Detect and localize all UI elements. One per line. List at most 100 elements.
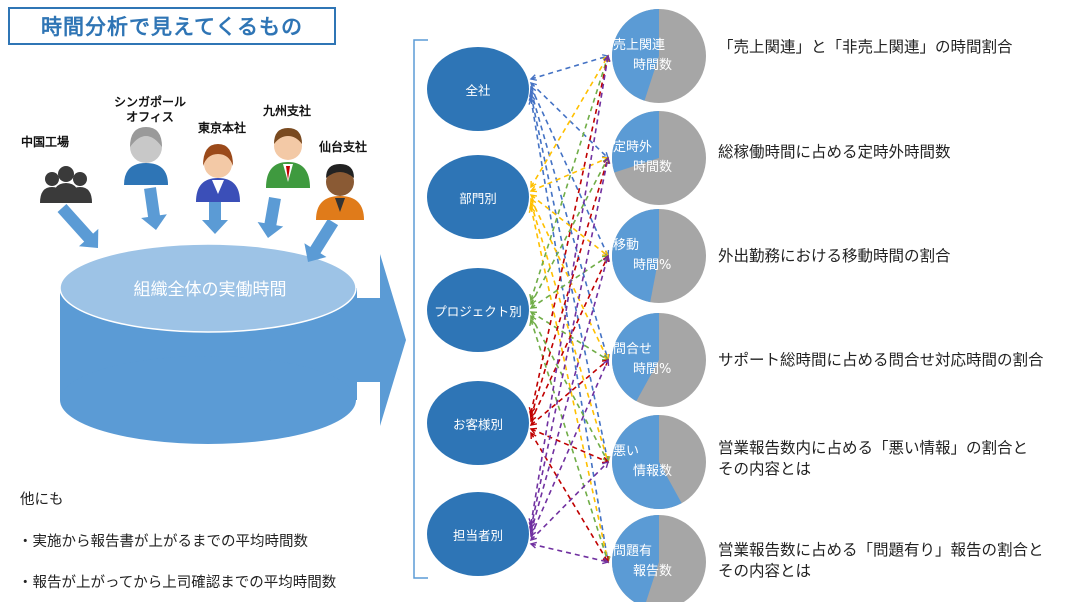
connection-line (530, 198, 609, 361)
pie-label: 売上関連時間数 (613, 36, 672, 76)
arrowhead (602, 460, 610, 468)
pie-label: 問合せ時間% (613, 340, 671, 380)
arrowhead (529, 419, 538, 426)
description-line: サポート総時間に占める問合せ対応時間の割合 (718, 351, 1044, 369)
connection-line (530, 255, 609, 309)
pie-slice (612, 515, 659, 602)
connection-line (530, 359, 609, 426)
connection-line (530, 461, 609, 541)
note-item: ・実施から報告書が上がるまでの平均時間数 (18, 534, 308, 550)
pie-label-line: 問合せ (613, 342, 653, 357)
pie-label-line: 時間% (633, 258, 672, 273)
cylinder-label: 組織全体の実働時間 (133, 280, 287, 300)
metric-description: 営業報告数内に占める「悪い情報」の割合とその内容とは (718, 438, 1028, 480)
connection-line (530, 157, 609, 418)
category-node-label: プロジェクト別 (434, 304, 522, 319)
metric-description: 営業報告数に占める「問題有り」報告の割合とその内容とは (718, 540, 1044, 582)
organization-cylinder (59, 243, 357, 444)
arrowhead (529, 534, 537, 542)
person-tokyo-icon (196, 144, 240, 202)
connection-line (530, 543, 609, 563)
connection-line (530, 55, 609, 525)
connection-line (530, 319, 609, 563)
connection-line (530, 255, 609, 533)
description-line: 外出勤務における移動時間の割合 (718, 247, 951, 265)
arrowhead (529, 529, 537, 538)
group-bracket (413, 39, 428, 579)
category-node[interactable] (427, 381, 529, 465)
pie-label-line: 悪い (613, 444, 640, 459)
arrowhead (530, 180, 537, 189)
down-arrow (57, 203, 99, 248)
metric-pie (611, 313, 706, 407)
pie-label-line: 移動 (613, 238, 640, 253)
pie-slice (611, 415, 682, 510)
category-node[interactable] (427, 47, 529, 131)
connection-line (530, 86, 609, 257)
arrowhead (529, 194, 538, 201)
arrowhead (530, 431, 537, 440)
category-node[interactable] (427, 268, 529, 352)
arrowhead (529, 414, 537, 423)
arrowhead (528, 522, 536, 530)
connection-line (530, 255, 609, 422)
arrowhead (530, 297, 537, 306)
connection-line (530, 157, 609, 305)
pie-label-line: 時間% (633, 362, 672, 377)
arrowhead (528, 97, 536, 105)
pie-label: 移動時間% (613, 236, 671, 276)
connection-line (530, 206, 609, 563)
metric-pie (612, 111, 706, 205)
down-arrow (141, 187, 167, 230)
note-item: ・報告が上がってから上司確認までの平均時間数 (18, 575, 337, 591)
connection-line (530, 157, 609, 192)
arrowhead (529, 318, 536, 327)
page-title: 時間分析で見えてくるもの (41, 15, 303, 39)
pie-label-line: 定時外 (613, 140, 653, 155)
arrowhead (529, 541, 537, 549)
down-arrow (304, 218, 339, 262)
category-node-label: 担当者別 (452, 528, 503, 543)
category-node-label: 全社 (465, 83, 491, 98)
description-line: 営業報告数内に占める「悪い情報」の割合と (718, 439, 1029, 457)
category-node-label: お客様別 (452, 417, 503, 432)
pie-label-line: 問題有 (613, 544, 653, 559)
description-line: 「売上関連」と「非売上関連」の時間割合 (718, 38, 1013, 56)
arrowhead (529, 185, 538, 193)
category-node[interactable] (427, 155, 529, 239)
category-node[interactable] (427, 492, 529, 576)
metric-pie (612, 209, 706, 303)
arrowhead (529, 74, 538, 81)
metric-description: 「売上関連」と「非売上関連」の時間割合 (718, 37, 1013, 58)
metric-pie (612, 9, 706, 103)
metric-pie (611, 415, 706, 510)
location-label: 中国工場 (20, 135, 69, 149)
description-line: その内容とは (718, 460, 812, 478)
arrowhead (603, 254, 611, 263)
down-arrow (257, 196, 284, 238)
pie-label: 悪い情報数 (613, 442, 672, 482)
pie-slice (612, 209, 659, 303)
pie-slice (612, 9, 659, 101)
connection-line (530, 55, 609, 80)
arrowhead (529, 311, 538, 318)
people-group-icon (40, 166, 92, 203)
notes-heading: 他にも (20, 492, 64, 508)
connection-line (530, 94, 609, 463)
arrowhead (529, 81, 537, 89)
title-box: 時間分析で見えてくるもの (8, 7, 336, 45)
arrowhead (528, 205, 536, 213)
arrowhead (602, 358, 610, 367)
connection-line (530, 55, 609, 414)
pie-label-line: 報告数 (633, 564, 673, 579)
arrowhead (529, 201, 536, 210)
connection-line (530, 202, 609, 463)
arrowhead (602, 557, 610, 565)
location-label: 九州支社 (262, 104, 311, 118)
connection-line (530, 432, 609, 563)
arrowhead (529, 89, 536, 98)
connection-line (530, 55, 609, 188)
down-arrow (202, 200, 228, 234)
metric-description: 総稼働時間に占める定時外時間数 (718, 142, 951, 163)
